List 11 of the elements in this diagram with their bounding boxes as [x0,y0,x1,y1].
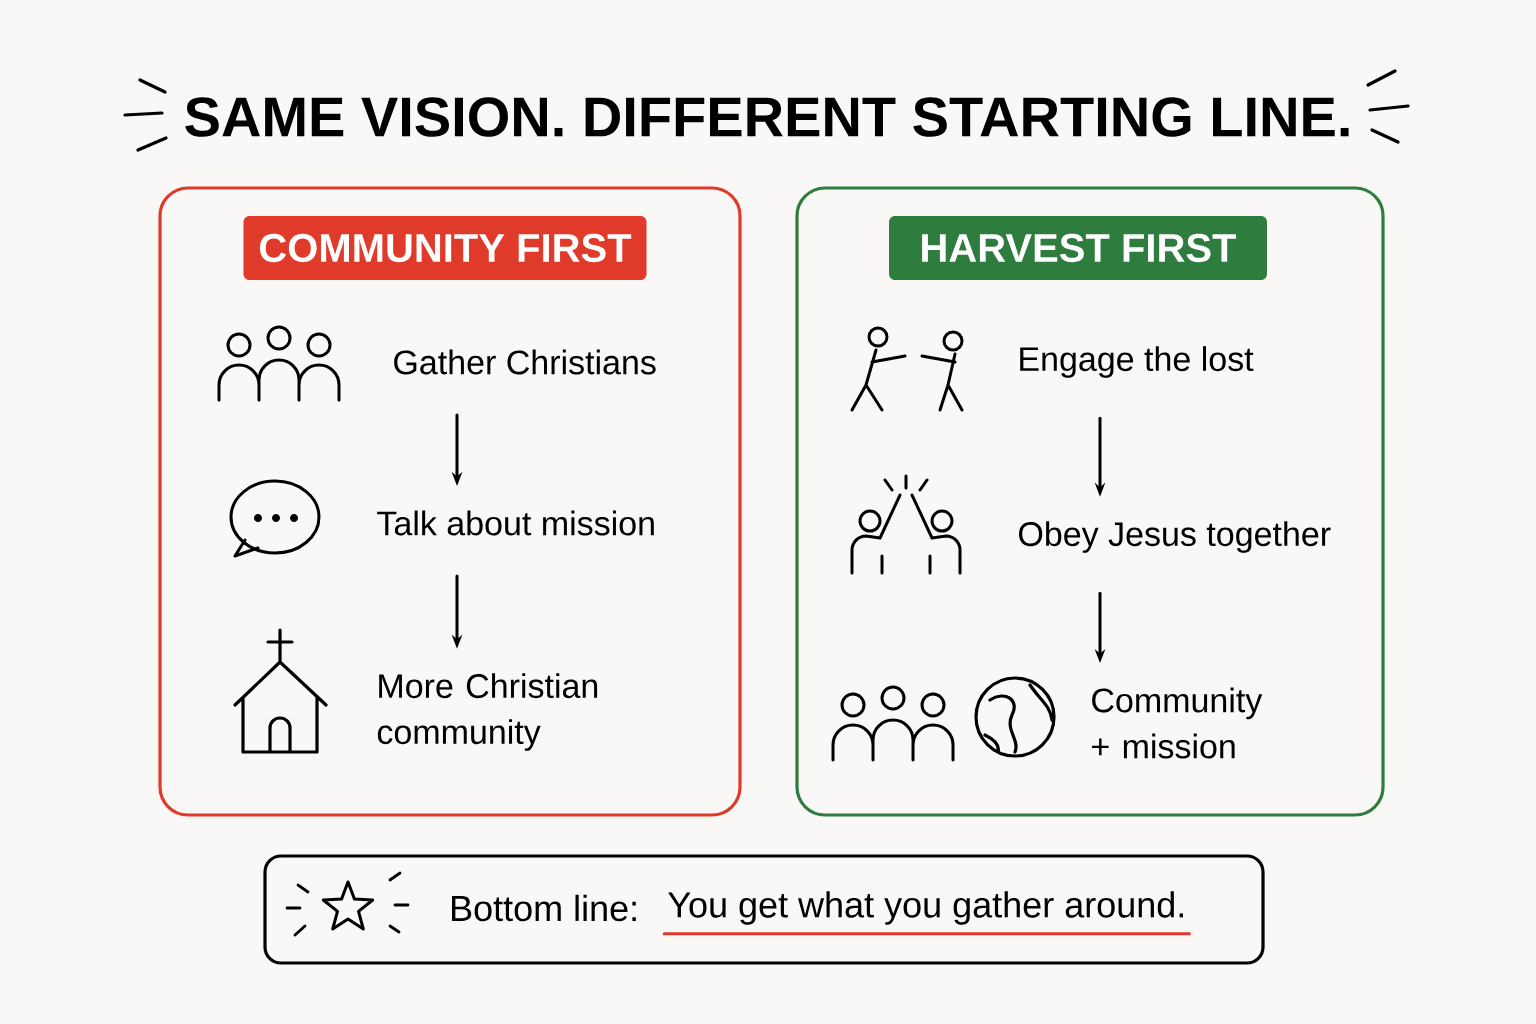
step-label: More Christian community [377,673,598,751]
title: SAME VISION. DIFFERENT STARTING LINE. [185,97,1349,137]
heading-badge: COMMUNITY FIRST [243,216,647,280]
step-label: Community + mission [1092,687,1263,759]
highlighted-sentence: You get what you gather around. [668,891,1183,925]
step-label: Talk about mission [377,510,654,536]
step-label: Engage the lost [1020,346,1254,378]
heading-badge: HARVEST FIRST [889,216,1267,280]
step-label: Gather Christians [394,349,656,375]
note-label: Bottom line: [452,894,636,922]
step-label: Obey Jesus together [1019,521,1331,553]
